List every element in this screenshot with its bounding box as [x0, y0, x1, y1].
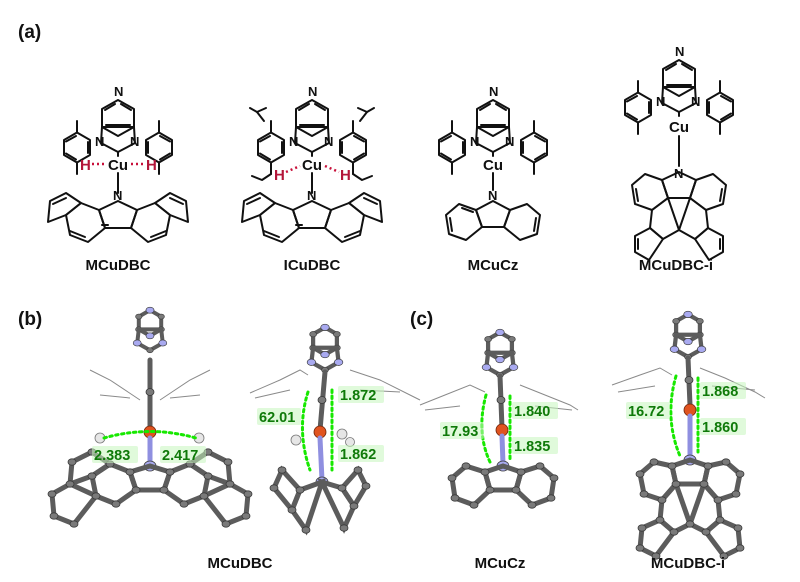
atom-label: N — [674, 166, 683, 181]
angle-label: 16.72 — [628, 404, 664, 420]
crystal-mcudbc-i: 16.72 1.868 1.860 — [611, 311, 766, 560]
atom-label: N — [307, 188, 316, 203]
distance-label: 1.860 — [702, 420, 738, 436]
panel-label-a: (a) — [18, 22, 41, 43]
atom-label-h: H — [80, 157, 91, 174]
atom-label-cu: Cu — [483, 157, 503, 174]
atom-label: N — [656, 94, 665, 109]
distance-label: 1.862 — [340, 447, 376, 463]
distance-label: 1.840 — [514, 404, 550, 420]
atom-label: N — [675, 44, 684, 59]
angle-label: 62.01 — [259, 410, 295, 426]
atom-label: N — [95, 134, 104, 149]
distance-label: 1.835 — [514, 439, 550, 455]
atom-label-cu: Cu — [669, 119, 689, 136]
crystal-name-mcudbc-i: MCuDBC-i — [651, 555, 725, 572]
atom-label: N — [489, 84, 498, 99]
distance-label: 2.383 — [94, 448, 130, 464]
atom-label: N — [289, 134, 298, 149]
distance-label: 1.868 — [702, 384, 738, 400]
atom-label: N — [324, 134, 333, 149]
distance-label: 2.417 — [162, 448, 198, 464]
atom-label: N — [488, 188, 497, 203]
panel-label-b: (b) — [18, 309, 42, 330]
atom-label: N — [113, 188, 122, 203]
angle-label: 17.93 — [442, 424, 478, 440]
compound-name-mcudbc: MCuDBC — [86, 257, 151, 274]
crystal-mcudbc-side: 62.01 1.872 1.862 — [249, 324, 421, 536]
compound-name-icudbc: ICuDBC — [284, 257, 341, 274]
structure-mcucz: N N N Cu N — [438, 84, 548, 241]
atom-label: N — [114, 84, 123, 99]
structure-mcudbc: N N N Cu H H N — [47, 84, 189, 243]
crystal-name-mcudbc: MCuDBC — [208, 555, 273, 572]
distance-label: 1.872 — [340, 388, 376, 404]
structure-mcudbc-i: N N N Cu N — [624, 44, 734, 261]
atom-label-h: H — [340, 167, 351, 184]
atom-label: N — [691, 94, 700, 109]
crystal-mcudbc-top: 2.383 2.417 — [47, 307, 253, 528]
panel-label-c: (c) — [410, 309, 433, 330]
atom-label-h: H — [146, 157, 157, 174]
structure-icudbc: N N N Cu H H N — [241, 84, 383, 243]
atom-label-h: H — [274, 167, 285, 184]
atom-label: N — [130, 134, 139, 149]
crystal-mcucz: 17.93 1.840 1.835 — [419, 329, 579, 509]
atom-label: N — [505, 134, 514, 149]
compound-name-mcucz: MCuCz — [468, 257, 519, 274]
compound-name-mcudbc-i: MCuDBC-i — [639, 257, 713, 274]
atom-label: N — [308, 84, 317, 99]
atom-label-cu: Cu — [302, 157, 322, 174]
atom-label: N — [470, 134, 479, 149]
atom-label-cu: Cu — [108, 157, 128, 174]
crystal-name-mcucz: MCuCz — [475, 555, 526, 572]
